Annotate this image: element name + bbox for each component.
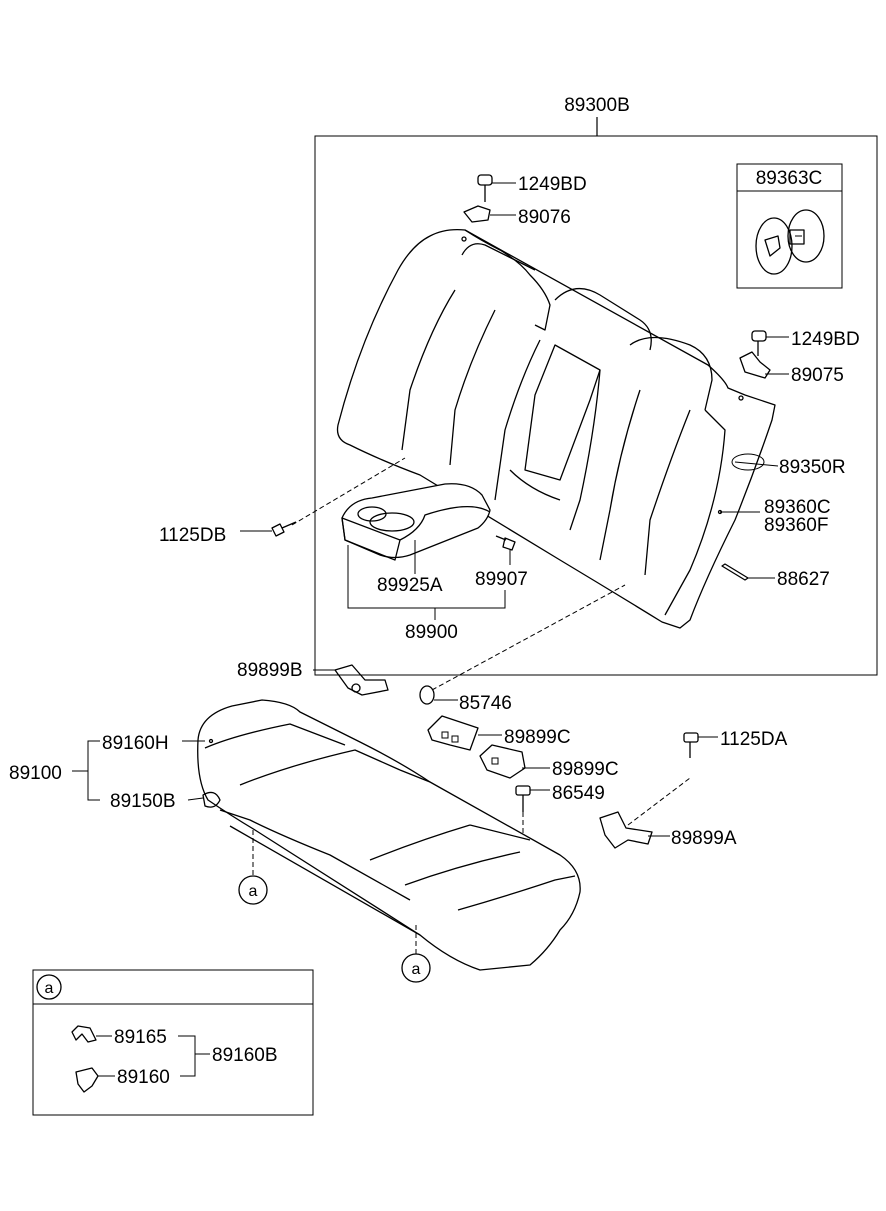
- label-86549: 86549: [552, 783, 605, 804]
- label-89160B: 89160B: [212, 1045, 278, 1066]
- hinge-89899B-icon: [313, 664, 389, 696]
- wire-88627-icon: [721, 563, 775, 581]
- group-bracket-89900: [347, 545, 506, 620]
- seat-cushion: [197, 699, 581, 971]
- hinge-89899A-icon: [599, 811, 670, 849]
- label-89350R: 89350R: [779, 457, 846, 478]
- group-bracket-89100: [72, 740, 205, 801]
- label-89165: 89165: [114, 1027, 167, 1048]
- label-88627: 88627: [777, 569, 830, 590]
- clip-89075-icon: [739, 351, 789, 379]
- grommet-85746-icon: [419, 685, 458, 705]
- bolt-89907-icon: [495, 535, 516, 565]
- label-89925A: 89925A: [377, 575, 443, 596]
- clip-89165-icon: [71, 1025, 112, 1043]
- label-89075: 89075: [791, 365, 844, 386]
- label-89160H: 89160H: [102, 733, 169, 754]
- bolt-1125DA-icon: [683, 732, 718, 758]
- label-89100: 89100: [9, 763, 62, 784]
- label-89899A: 89899A: [671, 828, 737, 849]
- label-89360C: 89360C: [764, 497, 831, 518]
- seat-back-cushion: [336, 228, 779, 629]
- label-89899C-1: 89899C: [504, 727, 571, 748]
- label-1249BD-top: 1249BD: [518, 174, 587, 195]
- fastener-disc-icon: [755, 209, 825, 275]
- bolt-1249BD-right-icon: [751, 330, 789, 356]
- label-89076: 89076: [518, 207, 571, 228]
- label-89363C: 89363C: [756, 168, 823, 189]
- label-89899B: 89899B: [237, 660, 303, 681]
- part-labels: 89300B 89363C 1249BD 89076 1249BD 89075 …: [9, 95, 860, 1088]
- label-89160: 89160: [117, 1067, 170, 1088]
- label-85746: 85746: [459, 693, 512, 714]
- label-89899C-2: 89899C: [552, 759, 619, 780]
- callout-a-2: a: [401, 953, 431, 983]
- bolt-1249BD-top-icon: [477, 174, 516, 202]
- bracket-89899C-upper-icon: [427, 715, 502, 751]
- armrest-89925A: [341, 483, 491, 574]
- dashed-leaders: [291, 457, 691, 826]
- bolt-1125DB-icon: [240, 521, 297, 537]
- inset-box-89363C: [736, 163, 843, 289]
- label-89900: 89900: [405, 622, 458, 643]
- detail-box-a-label: a: [45, 980, 54, 997]
- bolt-86549-icon: [515, 785, 550, 835]
- seat-back-frame: [314, 117, 878, 676]
- callout-a-2-label: a: [412, 961, 421, 978]
- label-89360F: 89360F: [764, 515, 828, 536]
- label-89300B: 89300B: [564, 95, 630, 116]
- clip-89160-icon: [75, 1067, 115, 1093]
- callout-a-1: a: [238, 875, 268, 905]
- label-1249BD-right: 1249BD: [791, 329, 860, 350]
- label-1125DA: 1125DA: [720, 729, 788, 750]
- label-1125DB: 1125DB: [159, 525, 226, 546]
- label-89150B: 89150B: [110, 791, 176, 812]
- leader-89360: [717, 509, 760, 515]
- clip-89076-icon: [463, 205, 516, 223]
- detail-box-a: a: [32, 969, 314, 1116]
- label-89907: 89907: [475, 569, 528, 590]
- callout-a-1-label: a: [249, 883, 258, 900]
- bracket-89899C-lower-icon: [479, 744, 550, 779]
